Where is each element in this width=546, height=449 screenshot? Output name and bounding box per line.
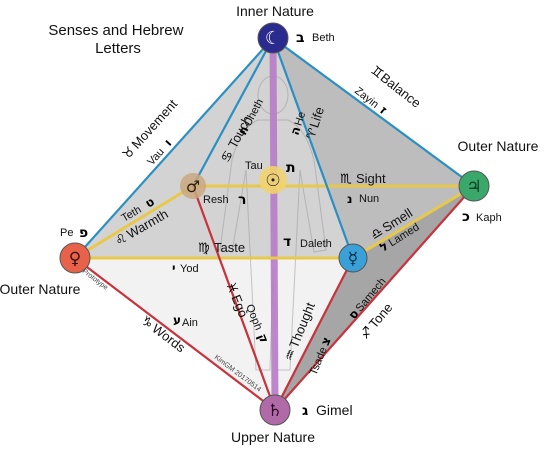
pe-letter: פ	[79, 225, 88, 241]
yod-letter: י	[172, 261, 176, 275]
ain-name: Ain	[182, 317, 198, 329]
beth-letter: ב	[296, 30, 305, 46]
daleth-letter: ד	[283, 234, 291, 250]
red-edges	[74, 185, 475, 411]
pisces-icon: ♓	[222, 280, 240, 296]
outer-nature-right-label: Outer Nature	[458, 138, 539, 154]
jupiter-icon: ♃	[466, 177, 481, 197]
ain-label: ע Ain	[173, 313, 198, 329]
tau-name: Tau	[245, 160, 263, 172]
he-letter: ה	[288, 125, 304, 137]
edge-life-label: ♈ Life	[304, 105, 328, 141]
gimel-letter: ג	[302, 403, 308, 419]
venus-icon: ♀	[69, 249, 81, 269]
taste-text: Taste	[214, 240, 245, 255]
moon-icon: ☾	[265, 28, 281, 49]
face-upper-right	[273, 38, 474, 258]
upper-nature-label: Upper Nature	[231, 429, 315, 445]
edge-sight-label: ♏ Sight נ Nun	[340, 171, 386, 206]
sight-text: Sight	[356, 171, 386, 186]
virgo-icon: ♍	[198, 241, 210, 256]
blue-edges	[74, 37, 475, 259]
node-center: ☉	[259, 166, 287, 194]
face-lower-left	[75, 258, 353, 410]
mercury-icon: ☿	[348, 249, 358, 269]
daleth-name: Daleth	[300, 238, 332, 250]
node-back: ♂	[180, 173, 206, 199]
life-text: Life	[306, 105, 327, 130]
tau-letter: ת	[286, 160, 296, 176]
yellow-edges	[74, 184, 475, 260]
aries-icon: ♈	[304, 126, 321, 141]
aquarius-icon: ♒	[282, 347, 300, 363]
sun-icon: ☉	[265, 171, 280, 191]
nun-letter: נ	[347, 192, 352, 206]
he-label: ה He	[288, 110, 309, 137]
kaph-letter: כ	[462, 209, 470, 225]
inner-nature-label: Inner Nature	[236, 3, 314, 19]
movement-text: Movement	[128, 96, 180, 151]
scorpio-icon: ♏	[340, 172, 352, 187]
beth-name: Beth	[312, 32, 335, 44]
saturn-icon: ♄	[267, 401, 282, 421]
node-right: ♃	[458, 170, 490, 202]
gimel-name: Gimel	[316, 402, 353, 418]
pe-name: Pe	[60, 227, 73, 239]
mars-icon: ♂	[186, 177, 200, 196]
kaph-name: Kaph	[476, 212, 502, 224]
outer-nature-left-label: Outer Nature	[0, 281, 81, 297]
node-left: ♀	[59, 242, 91, 274]
vertical-axis	[269, 37, 279, 411]
zayin-letter: ז	[377, 103, 390, 117]
diagram-title: Senses and Hebrew Letters	[48, 22, 187, 57]
node-bottom: ♄	[259, 394, 291, 426]
resh-name: Resh	[203, 194, 229, 206]
ain-letter: ע	[173, 313, 181, 327]
yod-name: Yod	[180, 263, 199, 275]
node-front: ☿	[338, 243, 368, 273]
nun-name: Nun	[359, 193, 379, 205]
edge-taste-label: ♍ Taste י Yod	[172, 240, 245, 275]
he-name: He	[293, 110, 309, 127]
resh-letter: ר	[238, 192, 246, 208]
vau-letter: ו	[161, 136, 174, 148]
node-top: ☾	[257, 22, 289, 54]
